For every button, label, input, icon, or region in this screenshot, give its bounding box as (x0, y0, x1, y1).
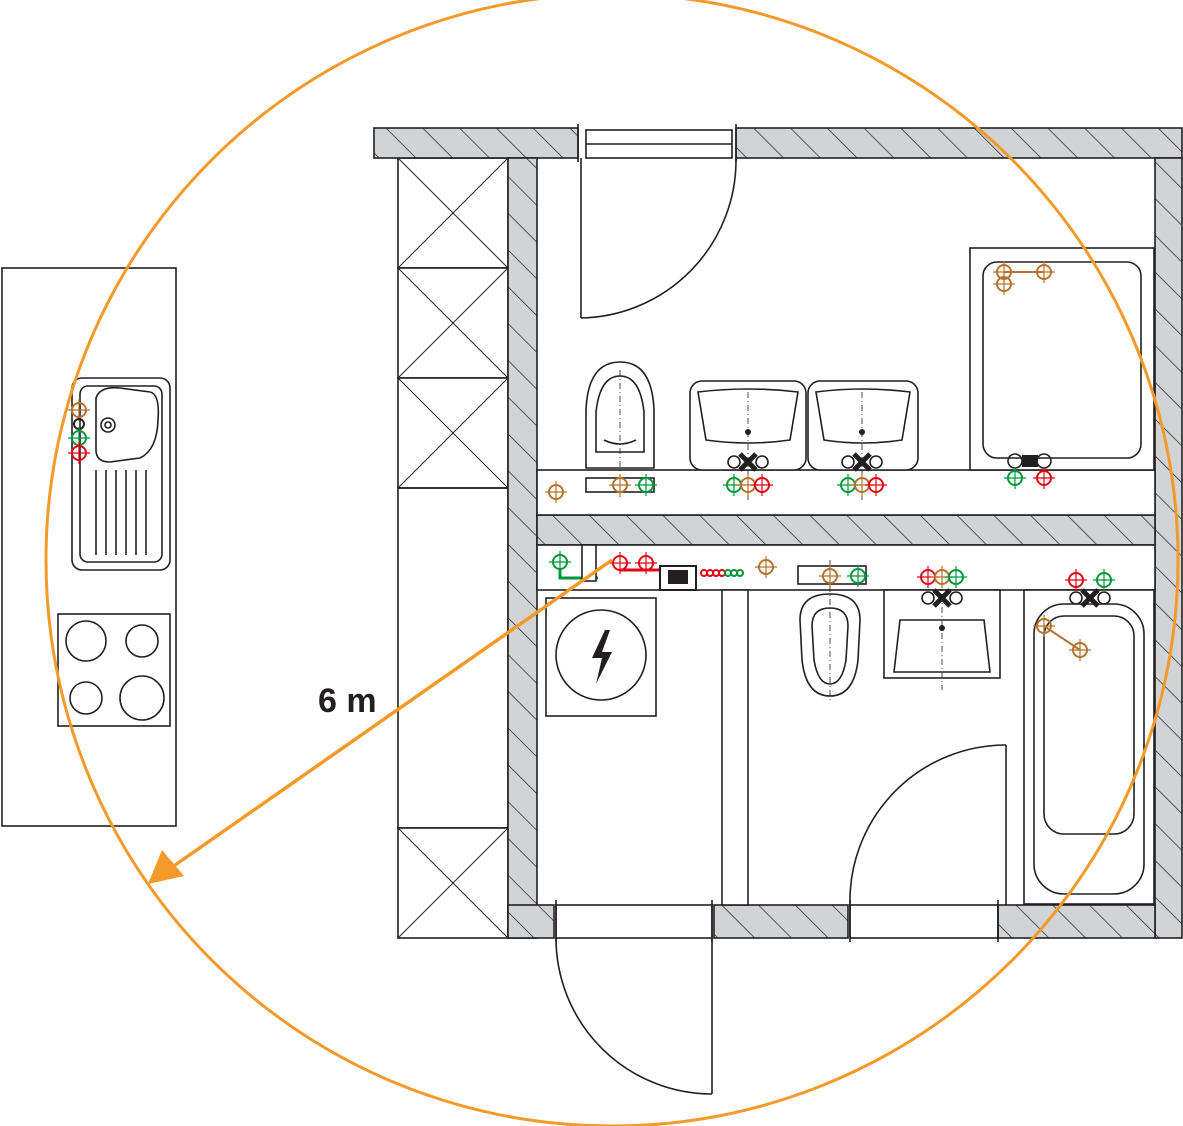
distance-radius (44, 0, 1180, 1126)
toilet (797, 560, 870, 700)
lightning-icon (592, 630, 612, 684)
washing-machine (545, 597, 657, 717)
shower-tray (969, 247, 1155, 490)
distance-label: 6 m (318, 682, 377, 720)
kitchen-connections (67, 398, 91, 465)
urinal (544, 361, 658, 504)
washbasin-1 (689, 380, 807, 500)
lower-rooms (536, 544, 1156, 906)
bathtub (1023, 568, 1155, 905)
door-bottom-left (555, 900, 713, 1095)
upper-bathroom (536, 247, 1156, 516)
door-top (577, 124, 737, 319)
installation-shaft (397, 157, 509, 939)
door-bottom-middle (849, 744, 1007, 942)
kitchen-sink (71, 377, 171, 571)
washbasin-3 (883, 565, 1001, 690)
washbasin-2 (807, 380, 919, 500)
walls (373, 127, 1183, 939)
kitchen-counter (1, 267, 177, 827)
